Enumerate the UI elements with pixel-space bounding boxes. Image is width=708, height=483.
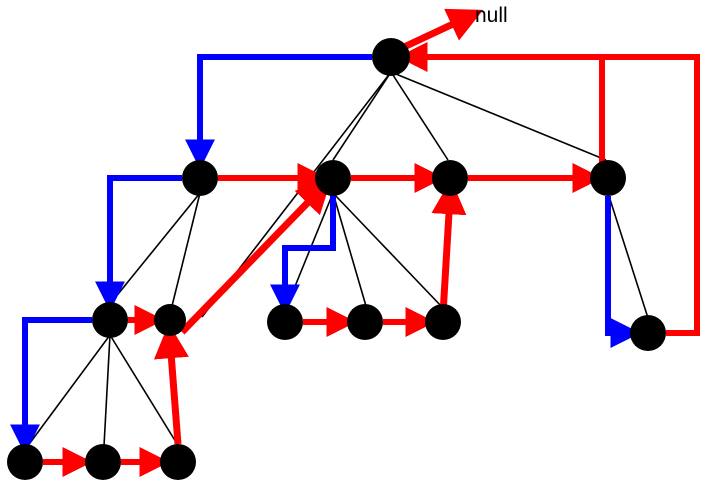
- successor-link-layer: [43, 8, 700, 477]
- level2-node-c[interactable]: [432, 160, 468, 196]
- null-label: null: [475, 4, 508, 27]
- level3-node-g[interactable]: [267, 304, 303, 340]
- tree-edge-n-e-n-l: [103, 334, 111, 447]
- level3-node-i[interactable]: [425, 304, 461, 340]
- pred-d-to-j: [605, 196, 641, 348]
- tree-edge-n-a-n-e: [109, 192, 201, 305]
- tree-edge-n-b-n-h: [332, 192, 367, 307]
- pred-a-to-e: [95, 175, 182, 312]
- succ-root-to-null: [402, 8, 484, 51]
- succ-j-to-root: [602, 54, 700, 336]
- node-layer: [7, 38, 666, 480]
- tree-edge-n-a-n-f: [171, 192, 201, 307]
- succ-f-to-b: [179, 177, 332, 335]
- level2-node-b[interactable]: [315, 160, 351, 196]
- succ-d-up-to-root: [397, 42, 605, 178]
- level3-node-e[interactable]: [92, 302, 128, 338]
- level2-node-a[interactable]: [182, 160, 218, 196]
- tree-edge-n-e-n-k: [26, 334, 111, 448]
- pred-e-to-k: [10, 317, 92, 455]
- level3-node-f[interactable]: [154, 304, 186, 336]
- level4-node-k[interactable]: [7, 444, 43, 480]
- root-node[interactable]: [372, 38, 410, 76]
- tree-edge-n-root-n-c: [390, 71, 449, 161]
- level3-node-h[interactable]: [347, 304, 383, 340]
- pred-b-to-g: [270, 193, 336, 315]
- level4-node-m[interactable]: [160, 444, 196, 480]
- level4-node-l[interactable]: [85, 444, 121, 480]
- pred-root-to-a: [185, 54, 372, 170]
- tree-edge-n-root-n-b: [332, 71, 392, 161]
- tree-edge-layer: [26, 71, 649, 448]
- succ-m-to-f: [153, 323, 189, 445]
- tree-edge-n-e-n-m: [109, 334, 180, 448]
- tree-edge-n-b-n-i: [332, 192, 444, 309]
- succ-i-to-c: [431, 179, 467, 315]
- tree-edge-n-d-n-j: [607, 192, 649, 319]
- predecessor-link-layer: [10, 54, 641, 455]
- level2-node-d[interactable]: [590, 160, 626, 196]
- level3-node-j[interactable]: [630, 315, 666, 351]
- tree-edge-n-root-n-d: [390, 71, 607, 161]
